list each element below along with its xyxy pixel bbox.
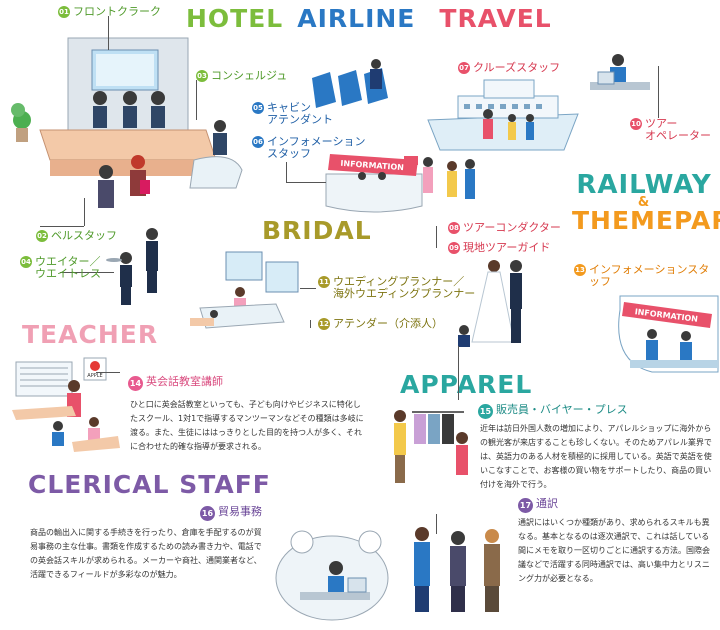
connector-line <box>96 372 120 373</box>
wedding-couple-illustration <box>458 260 522 347</box>
tour-operator-illustration <box>590 54 650 90</box>
job-label-text: 現地ツアーガイド <box>463 241 551 254</box>
job-number-badge: 08 <box>448 222 460 234</box>
job-number-badge: 03 <box>196 70 208 82</box>
job-number-badge: 12 <box>318 318 330 330</box>
job-label-text: ツアー オペレーター <box>645 117 711 142</box>
connector-line <box>458 346 459 400</box>
interpreter-illustration <box>414 527 500 612</box>
connector-line <box>196 80 197 120</box>
heading-apparel: APPAREL <box>400 370 533 399</box>
job-number-badge: 16 <box>200 506 215 521</box>
connector-line <box>108 16 109 50</box>
job-number-badge: 09 <box>448 242 460 254</box>
heading-railway: RAILWAY <box>576 170 712 200</box>
heading-airline: AIRLINE <box>297 4 416 33</box>
interpreter-description: 通訳にはいくつか種類があり、求められるスキルも異なる。基本となるのは逐次通訳で、… <box>518 518 710 583</box>
job-number-badge: 04 <box>20 256 32 268</box>
job-label-text: 貿易事務 <box>218 505 262 518</box>
railway-information-booth-illustration: INFORMATION <box>618 295 719 373</box>
airline-information-counter-illustration: INFORMATION <box>325 154 423 213</box>
connector-line <box>60 272 114 273</box>
job-label-text: ウエディングプランナー／ 海外ウエディングプランナー <box>333 275 476 300</box>
job-label-text: インフォメーションスタッフ <box>589 263 710 288</box>
job-label-text: 通訳 <box>536 497 558 510</box>
information-sign-text: INFORMATION <box>340 159 404 172</box>
job-number-badge: 13 <box>574 264 586 276</box>
heading-teacher: TEACHER <box>22 320 159 349</box>
apparel-description: 近年は訪日外国人数の増加により、アパレルショップに海外からの観光客が来店すること… <box>480 424 712 489</box>
job-label-text: アテンダー（介添人） <box>333 317 443 330</box>
job-label-text: ウエイター／ ウエイトレス <box>35 255 101 280</box>
connector-line <box>436 226 437 248</box>
connector-line <box>310 320 311 328</box>
job-number-badge: 14 <box>128 376 143 391</box>
hotel-front-desk-illustration <box>11 37 243 208</box>
job-number-badge: 10 <box>630 118 642 130</box>
job-label-text: コンシェルジュ <box>211 69 288 82</box>
job-number-badge: 06 <box>252 136 264 148</box>
apple-card-text: APPLE <box>87 373 102 379</box>
heading-ampersand: & <box>637 195 651 210</box>
heading-themepark: THEMEPARK <box>572 206 720 235</box>
connector-line <box>300 288 316 289</box>
job-label-text: クルーズスタッフ <box>473 61 561 74</box>
section-headings-top: HOTEL AIRLINE TRAVEL <box>186 6 566 31</box>
job-label-text: 英会話教室講師 <box>146 375 223 388</box>
job-number-badge: 17 <box>518 498 533 513</box>
apparel-shop-illustration <box>394 410 468 483</box>
teacher-description: ひと口に英会話教室といっても、子ども向けやビジネスに特化したスクール、1対1で指… <box>130 400 364 451</box>
waiter-illustration <box>106 228 158 305</box>
airline-cabin-illustration <box>312 59 388 108</box>
connector-line <box>436 514 437 534</box>
job-number-badge: 02 <box>36 230 48 242</box>
connector-line <box>658 66 659 118</box>
job-label-text: インフォメーション スタッフ <box>267 135 366 160</box>
job-label-text: ベルスタッフ <box>51 229 117 242</box>
trade-office-illustration <box>275 530 389 621</box>
job-number-badge: 07 <box>458 62 470 74</box>
connector-line <box>286 162 287 182</box>
heading-clerical: CLERICAL STAFF <box>28 470 271 499</box>
job-number-badge: 11 <box>318 276 330 288</box>
bridal-planning-illustration <box>190 251 299 329</box>
clerical-description: 商品の輸出入に関する手続きを行ったり、倉庫を手配するのが貿易事務の主な仕事。書類… <box>30 528 262 579</box>
heading-hotel: HOTEL <box>186 4 284 33</box>
cruise-ship-illustration <box>427 79 579 151</box>
connector-line <box>286 182 326 183</box>
heading-travel: TRAVEL <box>439 4 552 33</box>
tour-group-illustration <box>404 156 475 199</box>
job-number-badge: 01 <box>58 6 70 18</box>
job-label-text: 販売員・バイヤー・プレス <box>496 403 628 416</box>
job-number-badge: 15 <box>478 404 493 419</box>
classroom-illustration: APPLE <box>12 357 120 452</box>
job-number-badge: 05 <box>252 102 264 114</box>
job-label-text: キャビン アテンダント <box>267 101 333 126</box>
connector-line <box>40 226 84 227</box>
connector-line <box>84 198 85 226</box>
job-label-text: ツアーコンダクター <box>463 221 561 234</box>
job-label-text: フロントクラーク <box>73 5 161 18</box>
heading-bridal: BRIDAL <box>262 216 372 245</box>
